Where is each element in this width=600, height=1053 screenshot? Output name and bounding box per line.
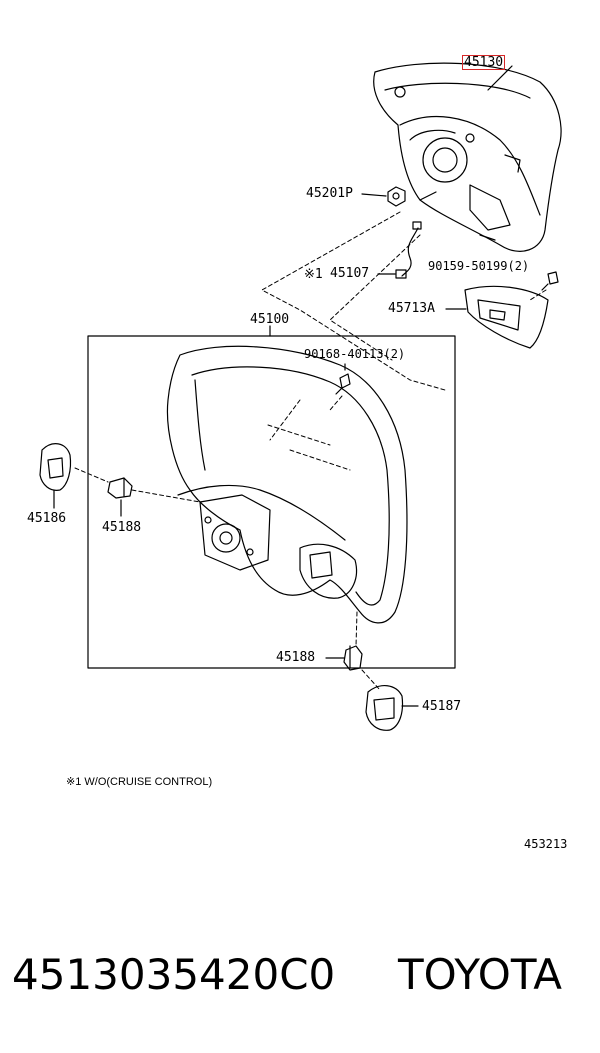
label-part-45201p: 45201P bbox=[306, 186, 353, 201]
nut-45201p bbox=[361, 186, 406, 207]
steering-wheel bbox=[166, 345, 408, 624]
wire-45107 bbox=[377, 221, 422, 279]
figure-id: 453213 bbox=[524, 837, 568, 851]
label-part-45713a: 45713A bbox=[388, 301, 435, 316]
footnote: ※1 W/O(CRUISE CONTROL) bbox=[66, 776, 213, 788]
label-part-45107: 45107 bbox=[330, 266, 370, 281]
label-part-45130: 45130 bbox=[462, 55, 506, 70]
cover-45713a bbox=[445, 285, 549, 349]
cover-45187 bbox=[365, 685, 419, 731]
label-wire-note: ※1 bbox=[304, 267, 323, 282]
cover-45186 bbox=[39, 443, 72, 509]
switch-left-45188 bbox=[107, 477, 133, 517]
assembly-frame bbox=[87, 335, 456, 669]
label-part-45188-right: 45188 bbox=[276, 650, 316, 665]
bolt-90159 bbox=[541, 271, 559, 291]
label-part-90159: 90159-50199(2) bbox=[428, 259, 530, 273]
label-part-45187: 45187 bbox=[422, 699, 462, 714]
caption-brand: TOYOTA bbox=[398, 950, 562, 999]
assembly-lines bbox=[74, 211, 547, 691]
bolt-90168 bbox=[335, 363, 351, 395]
label-part-45100: 45100 bbox=[250, 312, 290, 327]
switch-right-45188 bbox=[325, 645, 363, 671]
label-part-45188-left: 45188 bbox=[102, 520, 142, 535]
airbag-pad bbox=[373, 62, 562, 252]
label-part-90168: 90168-40113(2) bbox=[304, 347, 406, 361]
label-part-45186: 45186 bbox=[27, 511, 67, 526]
caption-part-number: 4513035420C0 bbox=[12, 950, 336, 999]
